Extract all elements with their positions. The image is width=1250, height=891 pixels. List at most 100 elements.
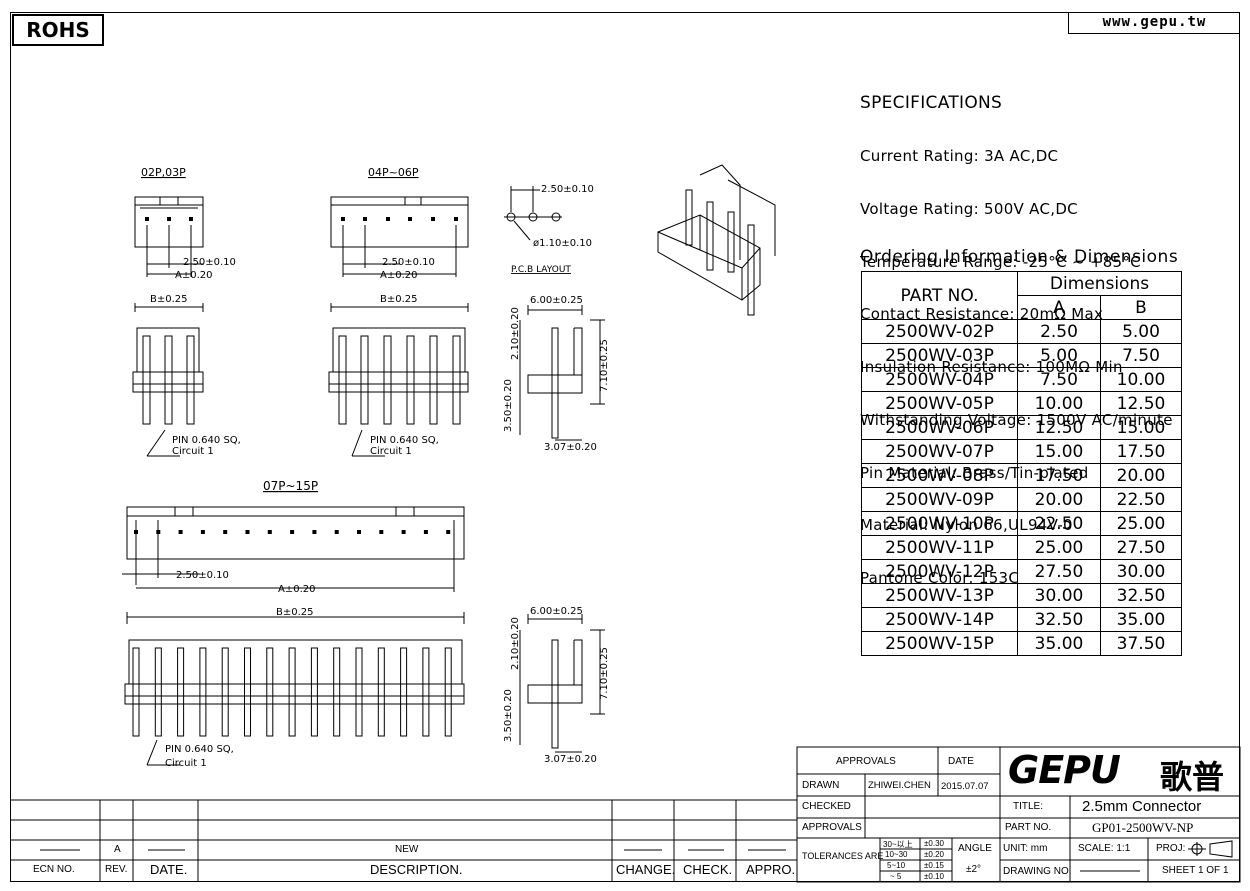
approvals-label: APPROVALS bbox=[802, 822, 862, 833]
pin bbox=[266, 647, 274, 737]
tolerances-label: TOLERANCES ARE bbox=[802, 851, 884, 861]
dim-a-07p: A±0.20 bbox=[278, 584, 316, 595]
header-b: B bbox=[1100, 295, 1182, 320]
cell-part: 2500WV-13P bbox=[861, 583, 1018, 608]
pin-top bbox=[178, 530, 183, 534]
cell-a: 7.50 bbox=[1017, 367, 1101, 392]
specifications-title: SPECIFICATIONS bbox=[860, 93, 1003, 114]
pin-top bbox=[223, 530, 228, 534]
pin-top bbox=[357, 530, 361, 534]
side-top-1: 6.00±0.25 bbox=[530, 295, 583, 306]
pitch-07p: 2.50±0.10 bbox=[176, 570, 229, 581]
pcb-hole-diameter: ø1.10±0.10 bbox=[533, 238, 592, 249]
unit-label: UNIT: mm bbox=[1003, 843, 1048, 854]
pin-note-04p: PIN 0.640 SQ, bbox=[370, 435, 439, 446]
tol-value-2: ±0.20 bbox=[924, 850, 944, 859]
part-no-value: GP01-2500WV-NP bbox=[1092, 820, 1194, 835]
appro-header: APPRO. bbox=[746, 862, 796, 877]
date-column-header: DATE. bbox=[150, 862, 188, 877]
scale-label: SCALE: 1:1 bbox=[1078, 843, 1131, 854]
side-lower-1: 3.50±0.20 bbox=[503, 379, 514, 432]
cell-part: 2500WV-04P bbox=[861, 367, 1018, 392]
cell-b: 27.50 bbox=[1100, 535, 1182, 560]
cell-b: 7.50 bbox=[1100, 343, 1182, 368]
cell-b: 37.50 bbox=[1100, 631, 1182, 656]
tol-value-4: ±0.10 bbox=[924, 872, 944, 881]
pin bbox=[355, 647, 363, 737]
pin-top bbox=[408, 217, 412, 221]
cell-a: 25.00 bbox=[1017, 535, 1101, 560]
pin bbox=[199, 647, 207, 737]
rohs-badge: ROHS bbox=[12, 14, 104, 46]
pin-top bbox=[341, 217, 345, 221]
cell-a: 22.50 bbox=[1017, 511, 1101, 536]
pin-top bbox=[145, 217, 149, 221]
cell-part: 2500WV-11P bbox=[861, 535, 1018, 560]
pin-top bbox=[134, 530, 138, 534]
pin-top bbox=[363, 217, 367, 221]
cell-a: 10.00 bbox=[1017, 391, 1101, 416]
projection-icon bbox=[1188, 840, 1233, 858]
side-total-2: 7.10±0.25 bbox=[599, 647, 610, 700]
gepu-logo-chinese: 歌普 bbox=[1160, 758, 1225, 796]
cell-b: 20.00 bbox=[1100, 463, 1182, 488]
pin-top bbox=[454, 217, 458, 221]
label-04p-06p: 04P~06P bbox=[368, 166, 419, 179]
technical-drawing: 02P,03P 04P~06P 07P~15P 2.50±0.10 A±0.20… bbox=[122, 164, 776, 769]
drawing-no-label: DRAWING NO. bbox=[1003, 866, 1072, 877]
ordering-title: Ordering Information & Dimensions bbox=[860, 247, 1179, 267]
pcb-pitch: 2.50±0.10 bbox=[541, 184, 594, 195]
tol-range-2: 10~30 bbox=[885, 850, 908, 859]
gepu-logo: GEPU bbox=[1008, 748, 1121, 792]
pin bbox=[221, 647, 229, 737]
connector-04p-top bbox=[330, 196, 469, 248]
tol-range-4: ~ 5 bbox=[890, 872, 902, 881]
spec-line: Temperature Range: -25°C ~ +85°C bbox=[860, 252, 1141, 271]
dim-a-04p: A±0.20 bbox=[380, 270, 418, 281]
tol-value-3: ±0.15 bbox=[924, 861, 944, 870]
side-bottom-2: 3.07±0.20 bbox=[544, 754, 597, 765]
pin-top bbox=[386, 217, 390, 221]
dim-b-07p: B±0.25 bbox=[276, 607, 314, 618]
pin-top bbox=[267, 530, 272, 534]
pin-top bbox=[334, 530, 339, 534]
cell-part: 2500WV-14P bbox=[861, 607, 1018, 632]
pcb-layout-label: P.C.B LAYOUT bbox=[511, 265, 571, 275]
cell-part: 2500WV-02P bbox=[861, 319, 1018, 344]
side-lower-2: 3.50±0.20 bbox=[503, 689, 514, 742]
pin-top bbox=[245, 530, 250, 534]
pin-top bbox=[156, 530, 161, 534]
cell-part: 2500WV-15P bbox=[861, 631, 1018, 656]
connector-07p-top bbox=[126, 506, 465, 560]
drawn-by: ZHIWEI.CHEN bbox=[868, 780, 931, 791]
pin bbox=[310, 647, 318, 737]
cell-b: 32.50 bbox=[1100, 583, 1182, 608]
pin-top bbox=[431, 217, 435, 221]
pin bbox=[422, 647, 430, 737]
pin-top bbox=[167, 217, 171, 221]
title-value: 2.5mm Connector bbox=[1082, 798, 1202, 815]
drawn-label: DRAWN bbox=[802, 780, 840, 791]
cell-b: 10.00 bbox=[1100, 367, 1182, 392]
rev-header: REV. bbox=[105, 864, 128, 875]
spec-line: Voltage Rating: 500V AC,DC bbox=[860, 199, 1078, 218]
approvals-header: APPROVALS bbox=[836, 756, 896, 767]
tol-value-1: ±0.30 bbox=[924, 839, 944, 848]
check-header: CHECK. bbox=[683, 862, 733, 877]
change-header: CHANGE. bbox=[616, 862, 676, 877]
pin-note-02p: PIN 0.640 SQ, bbox=[172, 435, 241, 446]
sheet-label: SHEET 1 OF 1 bbox=[1162, 865, 1229, 876]
pin bbox=[288, 647, 296, 737]
drawing-frame bbox=[10, 12, 1240, 882]
cell-a: 30.00 bbox=[1017, 583, 1101, 608]
pin-top bbox=[423, 530, 428, 534]
website-url[interactable]: www.gepu.tw bbox=[1068, 12, 1240, 34]
